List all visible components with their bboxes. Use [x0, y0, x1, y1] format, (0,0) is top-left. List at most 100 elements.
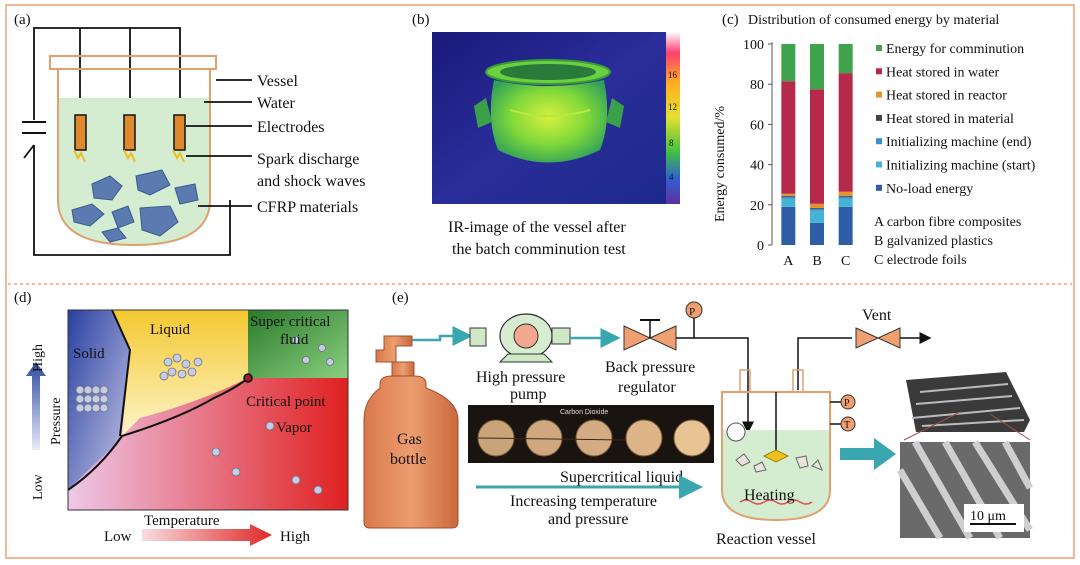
output-arrow: [840, 438, 896, 470]
ir-caption-2: the batch comminution test: [452, 241, 626, 258]
pipe-to-pump: [412, 326, 473, 346]
water-label: Water: [257, 95, 295, 112]
panel-a-label: (a): [14, 12, 31, 28]
legend-label: Initializing machine (start): [886, 159, 1036, 174]
supercritical-region: [248, 310, 348, 378]
bar-segment: [810, 203, 824, 208]
ir-scale-tick: 8: [669, 138, 674, 148]
temperature-arrow: [142, 524, 272, 546]
zoom-lines: [903, 411, 1031, 441]
vessel-label: Vessel: [257, 73, 298, 90]
reaction-vessel: [721, 369, 856, 522]
increasing-label: Increasing temperature: [510, 493, 657, 510]
temperature-low-label: Low: [104, 529, 132, 545]
panel-b-label: (b): [412, 12, 430, 28]
supercritical-label-2: fluid: [280, 332, 309, 348]
back-pressure-regulator: [623, 301, 703, 351]
solid-label: Solid: [73, 346, 105, 362]
y-tick-label: 20: [750, 199, 764, 214]
legend-label: Heat stored in reactor: [886, 89, 1007, 104]
bar-segment: [781, 198, 796, 207]
panel-b: (b) 16 12 8 4 IR-image of the vessel aft…: [412, 12, 680, 258]
critical-point-label: Critical point: [246, 394, 326, 410]
supercritical-label: Super critical: [250, 314, 330, 330]
figure-border: [5, 4, 1075, 559]
increasing-label-2: and pressure: [548, 511, 628, 528]
pressure-arrow: [26, 362, 46, 450]
bar-segment: [781, 81, 796, 194]
panel-c-label: (c): [722, 12, 739, 28]
bar-segment: [838, 206, 853, 245]
legend-label: Initializing machine (end): [886, 135, 1032, 150]
cfrp-label: CFRP materials: [257, 199, 358, 216]
regulator-label: Back pressure: [605, 359, 695, 376]
scale-bar-box: [964, 504, 1024, 532]
vessel-body: [57, 69, 211, 247]
y-tick-label: 0: [757, 239, 764, 254]
bar-segment: [810, 210, 824, 223]
temperature-high-label: High: [280, 529, 311, 545]
panel-d: (d) Solid Liquid Super critical fluid Cr…: [14, 290, 349, 546]
bar-segment: [781, 196, 796, 199]
ir-scale-tick: 16: [668, 70, 678, 80]
pump-label: High pressure: [476, 369, 565, 386]
bar-segment: [781, 206, 796, 245]
vent-line: [797, 337, 852, 390]
panel-e: (e) Gas bottle High pressure pump: [363, 290, 1034, 548]
gauge-t-label: T: [844, 420, 850, 431]
vessel-lid: [49, 55, 217, 70]
switch-icon: [23, 144, 35, 159]
chart-title: Distribution of consumed energy by mater…: [748, 13, 999, 28]
bar-segment: [810, 222, 824, 245]
high-pressure-pump: [469, 313, 571, 363]
ir-vessel: [474, 59, 624, 163]
panel-c: (c) Distribution of consumed energy by m…: [713, 12, 1036, 269]
bar-segment: [838, 191, 853, 196]
heating-label: Heating: [744, 487, 795, 504]
chart-note: A carbon fibre composites: [874, 215, 1021, 230]
bar-segment: [838, 198, 853, 207]
phase-boundary-vapor: [67, 377, 249, 491]
gas-bottle-label-2: bottle: [390, 451, 426, 468]
spark-label-2: and shock waves: [257, 173, 365, 190]
legend-label: Energy for comminution: [886, 42, 1024, 57]
legend-swatch: [876, 91, 882, 98]
bar-segment: [781, 195, 796, 197]
panel-e-label: (e): [392, 290, 409, 306]
panel-a: (a): [14, 12, 365, 256]
circuit-wire-bottom: [33, 145, 231, 256]
legend-swatch: [876, 45, 882, 51]
bar-segment: [838, 73, 853, 192]
ir-scale-tick: 12: [668, 102, 677, 112]
legend-swatch: [876, 184, 882, 191]
bar-segment: [781, 44, 796, 82]
x-tick-label: A: [783, 254, 794, 269]
legend-swatch: [876, 161, 882, 168]
supercritical-liquid-label: Supercritical liquid: [560, 469, 683, 486]
legend-label: Heat stored in water: [886, 65, 999, 80]
bar-segment: [810, 44, 824, 90]
ir-color-scale: [666, 32, 680, 204]
bar-segment: [781, 193, 796, 196]
scale-bar-label: 10 μm: [970, 509, 1006, 524]
panel-d-label: (d): [14, 290, 32, 306]
bar-segment: [810, 89, 824, 204]
legend-label: Heat stored in material: [886, 112, 1014, 127]
vent-label: Vent: [862, 307, 892, 324]
ir-caption: IR-image of the vessel after: [448, 219, 626, 236]
bar-segment: [810, 208, 824, 211]
electrodes-label: Electrodes: [257, 119, 325, 136]
chart-note: C electrode foils: [874, 253, 967, 268]
bar-segment: [838, 195, 853, 197]
bar-segment: [838, 196, 853, 199]
molecule-clusters: [75, 336, 334, 495]
pipe-to-vessel: [696, 337, 754, 434]
photo-title: Carbon Dioxide: [560, 409, 608, 416]
pressure-high-label: High: [31, 344, 46, 372]
y-tick-label: 60: [750, 118, 764, 133]
pump-label-2: pump: [510, 386, 546, 403]
legend-swatch: [876, 138, 882, 145]
chart-note: B galvanized plastics: [874, 234, 993, 249]
